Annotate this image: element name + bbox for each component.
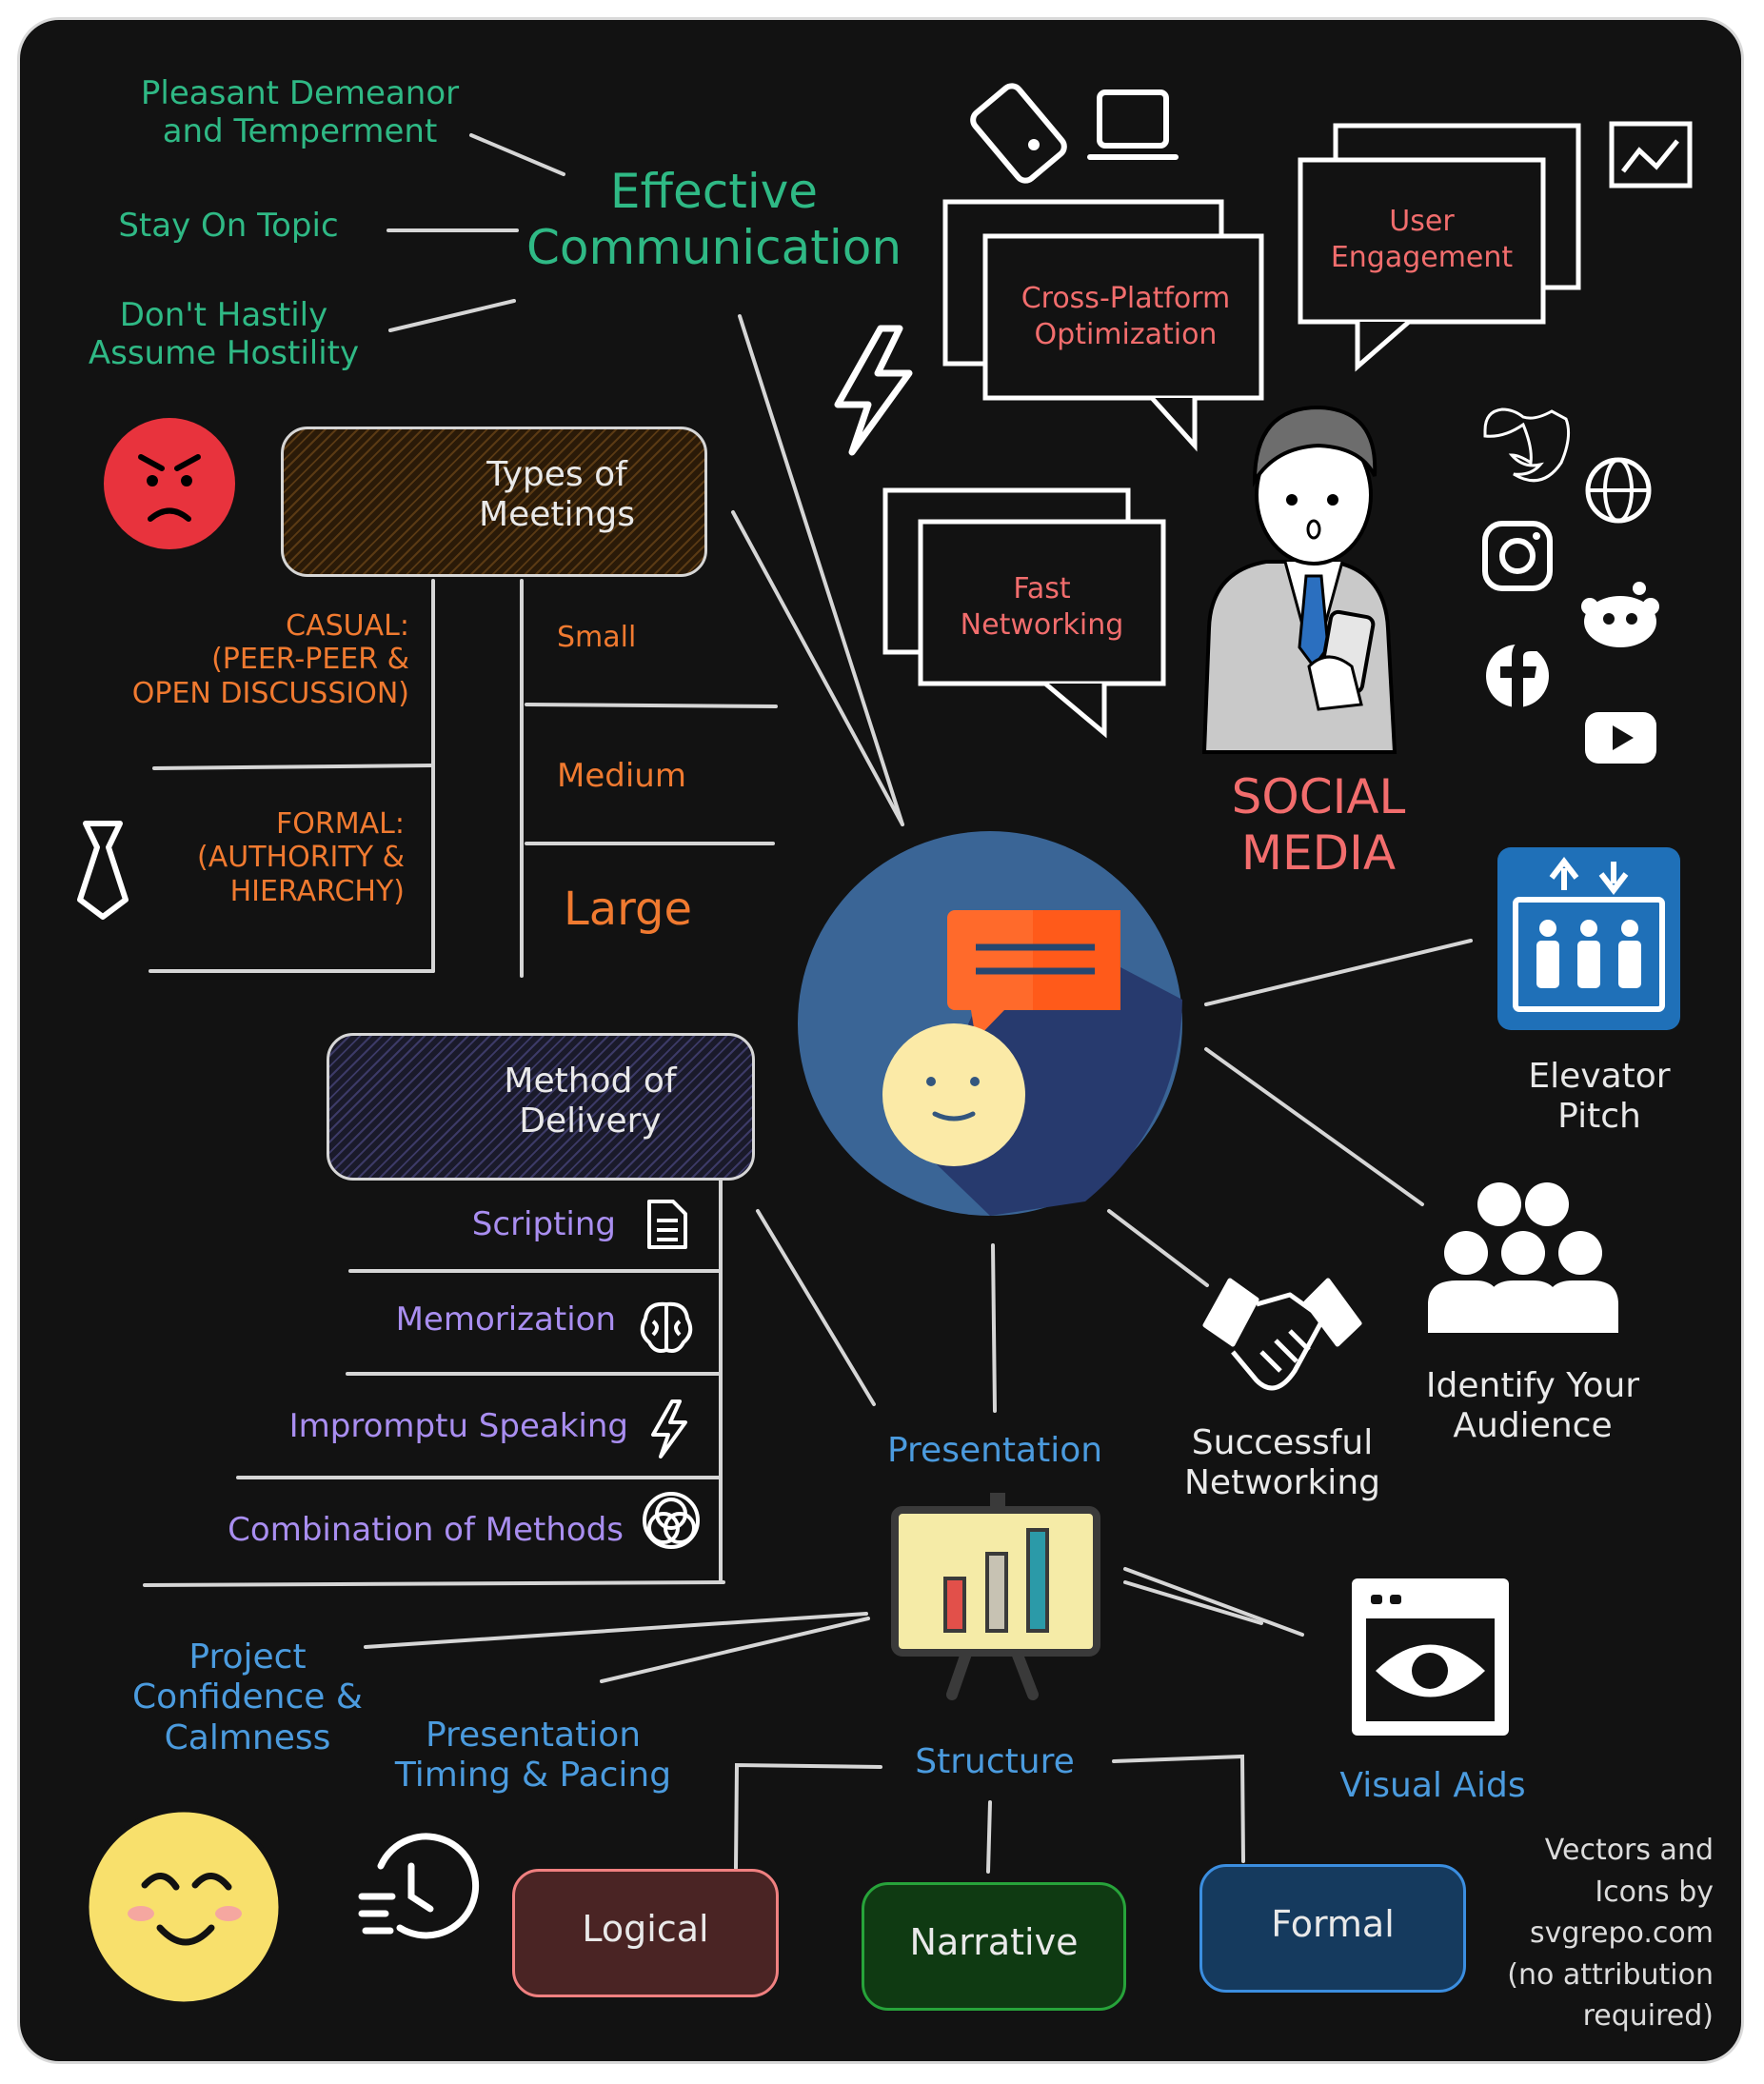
instagram-icon [1482,521,1553,591]
brain-icon [640,1301,693,1353]
elevator-icon [1497,847,1680,1030]
connector-line [388,299,516,332]
logical-structure-box: Logical [512,1869,779,1997]
lightning-icon [834,325,913,456]
connector-line [525,703,778,708]
connector-line [986,1800,992,1874]
memorization-label: Memorization [395,1300,616,1339]
cross-platform-optimization-label: Cross-Platform Optimization [1021,282,1231,351]
person-with-phone-icon [1201,405,1397,754]
types-of-meetings-title: Types of Meetings [479,455,635,535]
chat-logo-icon [798,831,1182,1216]
structure-label: Structure [915,1742,1075,1781]
narrative-structure-box: Narrative [862,1882,1126,2011]
method-of-delivery-box [327,1033,755,1181]
line-chart-icon [1609,121,1693,189]
timing-pacing-label: Presentation Timing & Pacing [394,1716,672,1796]
small-meeting-label: Small [557,621,637,654]
formal-structure-label: Formal [1271,1903,1395,1945]
formal-structure-box: Formal [1199,1864,1466,1993]
connector-line [1204,1047,1424,1206]
casual-meeting-label: CASUAL: (PEER-PEER & OPEN DISCUSSION) [131,609,409,710]
smiling-face-icon [84,1807,284,2007]
connector-line [991,1243,997,1413]
laptop-icon [1087,89,1179,160]
connector-line [364,1612,868,1649]
medium-meeting-label: Medium [557,757,686,795]
angry-face-icon [102,416,237,551]
lightning-small-icon [651,1399,687,1459]
project-confidence-label: Project Confidence & Calmness [132,1637,363,1757]
document-icon [647,1200,687,1249]
connector-line [143,1580,725,1587]
connector-line [1107,1209,1209,1287]
audience-group-icon [1428,1182,1618,1333]
method-of-delivery-title: Method of Delivery [504,1062,677,1141]
formal-meeting-label: FORMAL: (AUTHORITY & HIERARCHY) [197,807,405,908]
connector-line [1204,939,1473,1006]
connector-line [600,1617,870,1683]
visual-aids-eye-icon [1352,1578,1509,1736]
pleasant-demeanor-label: Pleasant Demeanor and Temperment [140,74,460,151]
identify-audience-label: Identify Your Audience [1425,1366,1640,1446]
scripting-label: Scripting [471,1205,616,1243]
successful-networking-label: Successful Networking [1184,1423,1380,1503]
credit-note: Vectors and Icons by svgrepo.com (no att… [1507,1834,1714,2033]
presentation-title: Presentation [886,1431,1103,1470]
social-icons [1482,407,1659,764]
user-engagement-label: User Engagement [1330,205,1514,274]
connector-line [756,1209,876,1406]
connector-line [152,764,433,770]
combination-of-methods-label: Combination of Methods [228,1511,624,1549]
large-meeting-label: Large [564,883,693,936]
twitter-icon [1483,407,1571,483]
social-media-title: SOCIAL MEDIA [1231,769,1406,881]
venn-icon [643,1492,700,1549]
presentation-easel-icon [891,1493,1100,1700]
types-of-meetings-box [281,427,707,577]
connector-line [734,1762,882,1870]
handshake-icon [1202,1278,1362,1391]
connector-line [1112,1754,1245,1863]
connector-line [731,510,904,826]
elevator-pitch-label: Elevator Pitch [1528,1057,1671,1137]
fast-networking-label: Fast Networking [960,572,1124,642]
connector-line [1123,1567,1304,1637]
tie-icon [77,821,129,920]
effective-communication-title: Effective Communication [525,164,902,275]
speech-bubbles [882,123,1581,739]
assume-hostility-label: Don't Hastily Assume Hostility [88,296,360,373]
connector-line [469,133,565,176]
impromptu-speaking-label: Impromptu Speaking [288,1407,628,1445]
visual-aids-label: Visual Aids [1339,1766,1526,1805]
logical-structure-label: Logical [582,1908,709,1950]
reddit-icon [1581,582,1659,647]
stay-on-topic-label: Stay On Topic [118,207,339,245]
timer-icon [358,1833,480,1939]
connector-line [1123,1580,1263,1625]
narrative-structure-label: Narrative [909,1921,1079,1963]
phone-rotate-icon [970,83,1067,184]
connector-line [738,314,904,826]
